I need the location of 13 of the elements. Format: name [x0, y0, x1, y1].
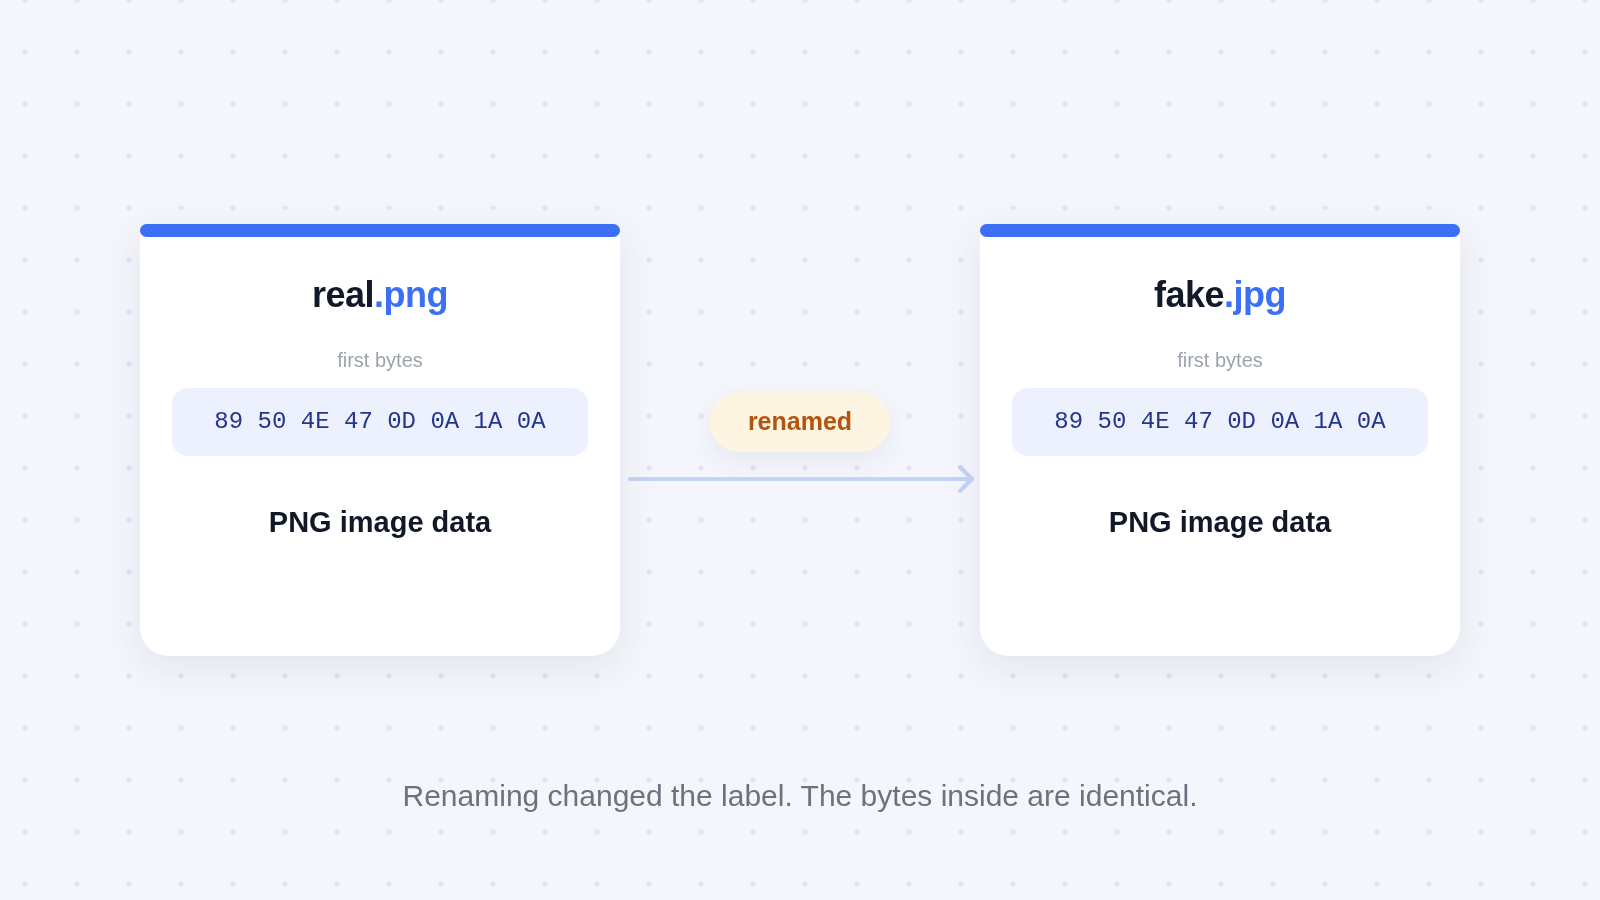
file-card — [980, 224, 1460, 656]
file-name: fake.jpg — [1153, 273, 1286, 317]
hex-bytes: 89 50 4E 47 0D 0A 1A 0A — [214, 407, 546, 437]
file-name: real.png — [311, 273, 448, 317]
section-label: first bytes — [1177, 348, 1263, 373]
edge-label: renamed — [709, 392, 891, 452]
hex-bytes: 89 50 4E 47 0D 0A 1A 0A — [1054, 407, 1386, 437]
caption: Renaming changed the label. The bytes inside are identical. — [401, 778, 1199, 814]
section-label: first bytes — [337, 348, 423, 373]
content-description: PNG image data — [1108, 505, 1332, 540]
file-card — [140, 224, 620, 656]
arrow — [628, 465, 974, 493]
content-description: PNG image data — [268, 505, 492, 540]
